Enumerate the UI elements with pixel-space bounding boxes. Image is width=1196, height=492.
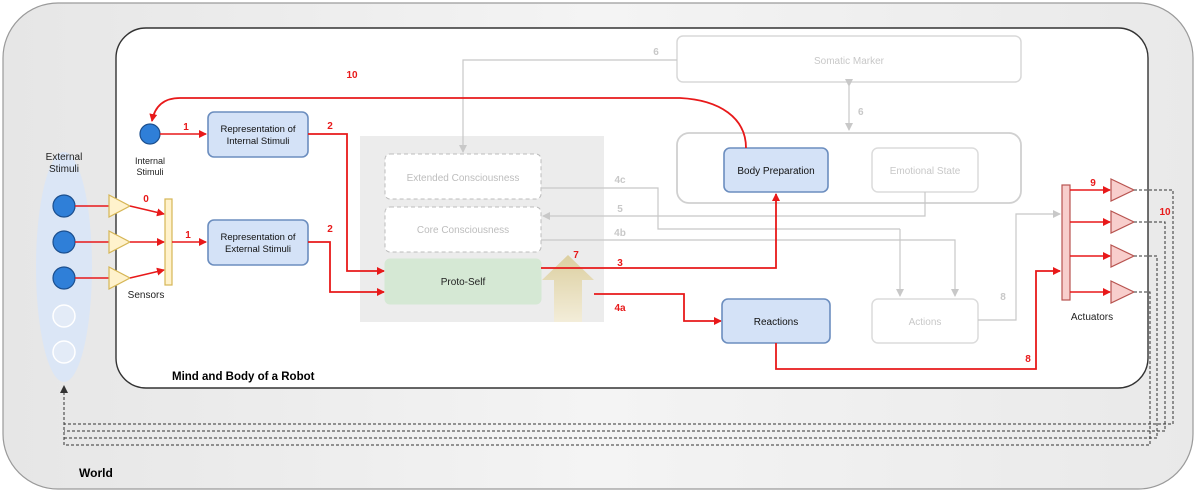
edge-label-5: 5 <box>617 204 623 215</box>
emotional-state-label: Emotional State <box>890 166 961 177</box>
actuator-triangle <box>1110 210 1136 234</box>
edge-label-0: 0 <box>143 194 149 205</box>
somatic-marker-label: Somatic Marker <box>814 56 885 67</box>
actions-box <box>871 298 979 344</box>
edge-10 <box>149 97 747 149</box>
robot-label: Mind and Body of a Robot <box>172 371 315 383</box>
internal-stimuli-label-2: Stimuli <box>136 167 163 177</box>
edge-label-1a: 1 <box>183 122 189 133</box>
edge-label-8a: 8 <box>1000 292 1006 303</box>
extended-consciousness-box <box>384 153 542 200</box>
edge-label-4c: 4c <box>614 175 626 186</box>
actuator-bus <box>1061 184 1071 301</box>
edge-label-2b: 2 <box>327 224 333 235</box>
body-preparation-label: Body Preparation <box>737 166 814 177</box>
edge-5 <box>542 192 926 220</box>
inactive-stimulus-node <box>52 340 76 364</box>
edge-label-9: 9 <box>1090 178 1096 189</box>
sensor-bus <box>164 198 173 286</box>
external-stimulus-node <box>52 266 76 290</box>
rep-external-line2: External Stimuli <box>225 244 291 255</box>
external-stimuli-label-2: Stimuli <box>49 164 79 175</box>
edge-label-7: 7 <box>573 250 579 261</box>
edge-label-6b: 6 <box>858 107 864 118</box>
sensor-bus-link <box>129 267 165 279</box>
proto-self-box <box>384 258 542 305</box>
body-preparation-box <box>723 147 829 193</box>
edge-2a <box>308 133 385 275</box>
feedback-lines <box>64 189 1174 446</box>
internal-stimulus-node <box>139 123 161 145</box>
edge-label-6a: 6 <box>653 47 659 58</box>
edge-label-3: 3 <box>617 258 623 269</box>
edge-6a <box>459 59 677 153</box>
edge-2b <box>308 241 385 296</box>
edge-label-2a: 2 <box>327 121 333 132</box>
edge-4b <box>541 239 959 297</box>
rep-internal-line2: Internal Stimuli <box>227 136 290 147</box>
actuator-triangle <box>1110 280 1136 304</box>
sensors-label: Sensors <box>128 290 165 301</box>
edge-label-1b: 1 <box>185 230 191 241</box>
sensor-triangle <box>108 266 132 290</box>
actuator-triangle <box>1110 178 1136 202</box>
rep-external-line1: Representation of <box>221 232 296 243</box>
proto-self-label: Proto-Self <box>441 277 486 288</box>
edge-4a <box>594 293 722 325</box>
edge-label-8b: 8 <box>1025 354 1031 365</box>
reactions-label: Reactions <box>754 317 798 328</box>
edge-label-4a: 4a <box>614 303 626 314</box>
external-stimulus-node <box>52 194 76 218</box>
actions-label: Actions <box>909 317 942 328</box>
external-stimuli-label-1: External <box>46 152 83 163</box>
extended-consciousness-label: Extended Consciousness <box>407 173 520 184</box>
edge-3 <box>541 193 780 269</box>
world-label: World <box>79 466 113 480</box>
edge-8b <box>775 267 1061 370</box>
sensor-bus-link <box>129 205 165 217</box>
inactive-stimulus-node <box>52 304 76 328</box>
external-stimulus-node <box>52 230 76 254</box>
edge-4c <box>541 187 900 230</box>
edge-label-10a: 10 <box>346 70 358 81</box>
edge-label-4b: 4b <box>614 228 626 239</box>
core-consciousness-box <box>384 206 542 253</box>
core-consciousness-label: Core Consciousness <box>417 225 509 236</box>
edge-8a <box>978 210 1061 321</box>
sensor-triangle <box>108 194 132 218</box>
big-arrow-7 <box>542 255 594 322</box>
rep-internal-line1: Representation of <box>221 124 296 135</box>
actuator-triangle <box>1110 244 1136 268</box>
internal-stimuli-label-1: Internal <box>135 156 165 166</box>
actuators-label: Actuators <box>1071 312 1113 323</box>
edge-label-10b: 10 <box>1159 207 1171 218</box>
sensor-triangle <box>108 230 132 254</box>
